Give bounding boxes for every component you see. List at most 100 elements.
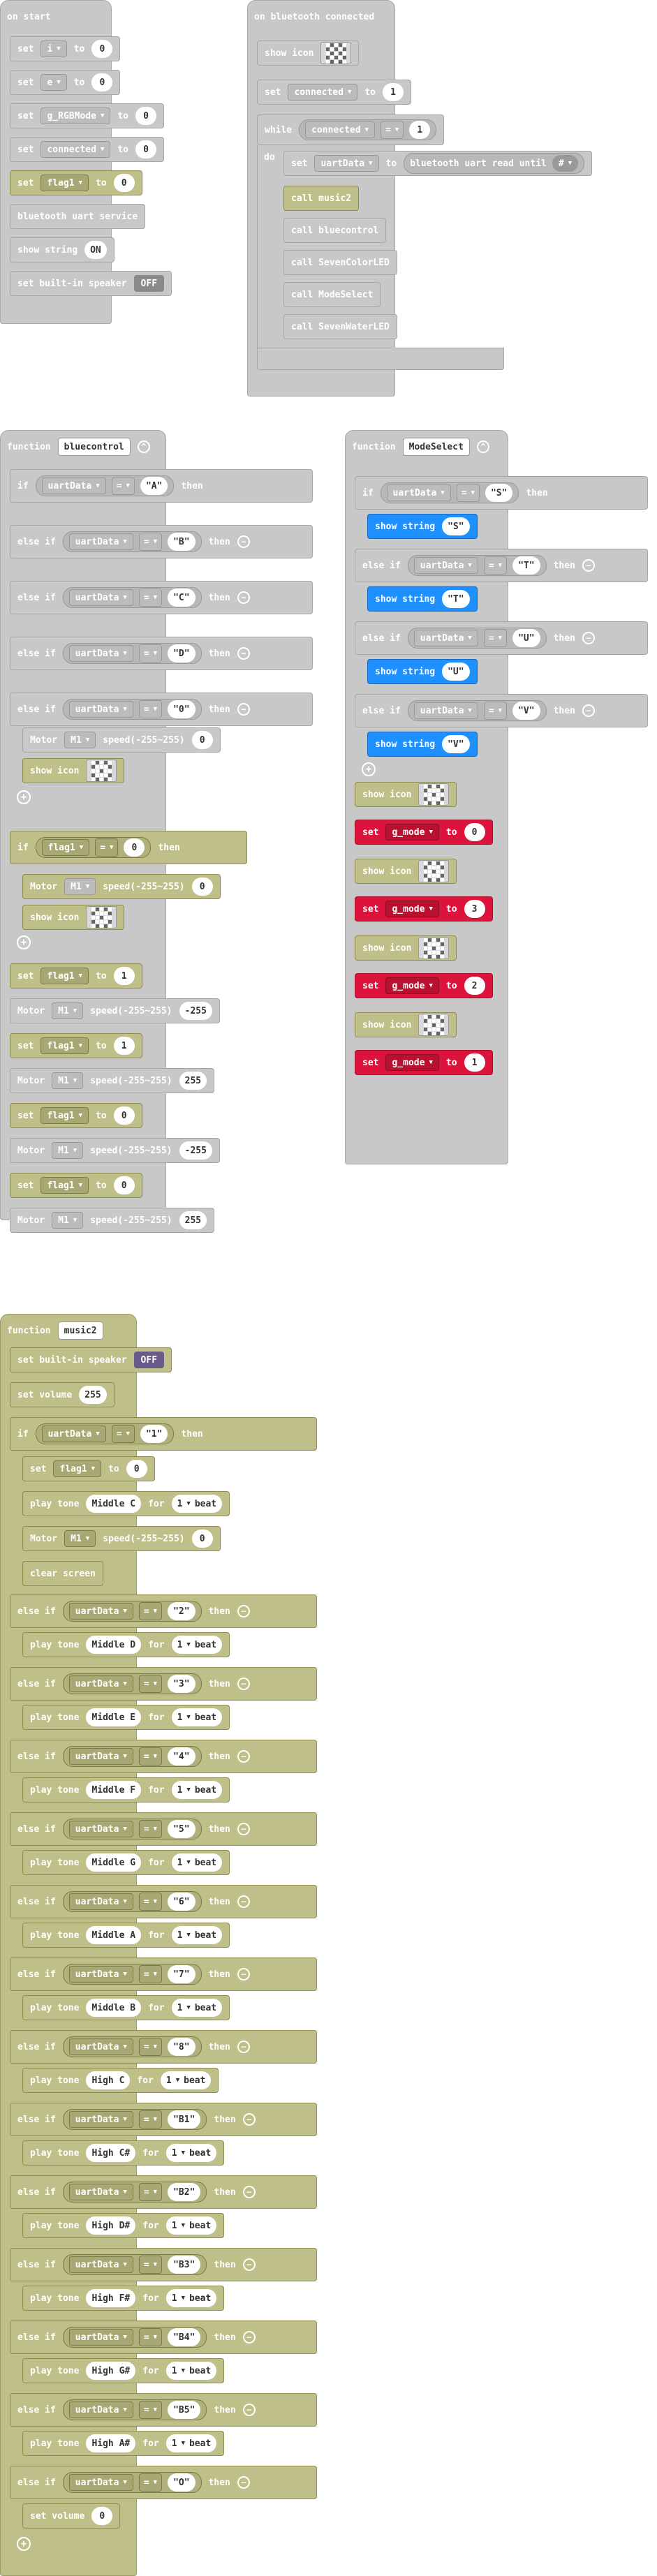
- led-icon-picker[interactable]: [86, 760, 117, 782]
- value-input[interactable]: "5": [168, 1820, 195, 1838]
- beat-dropdown[interactable]: 1▼beat: [171, 1999, 223, 2017]
- operator-dropdown[interactable]: =▼: [138, 700, 163, 718]
- variable-dropdown[interactable]: uartData▼: [68, 2256, 133, 2273]
- add-branch-icon[interactable]: +: [17, 935, 31, 949]
- motor-dropdown[interactable]: M1▼: [64, 1530, 96, 1547]
- variable-dropdown[interactable]: flag1▼: [40, 1107, 89, 1124]
- motor-dropdown[interactable]: M1▼: [52, 1212, 84, 1229]
- variable-dropdown[interactable]: uartData▼: [413, 630, 478, 646]
- value-input[interactable]: "B5": [168, 2401, 201, 2419]
- value-input[interactable]: "U": [512, 629, 540, 647]
- beat-dropdown[interactable]: 1▼beat: [171, 1926, 223, 1944]
- compare-condition[interactable]: uartData▼=▼"B5": [62, 2399, 207, 2420]
- value-input[interactable]: "4": [168, 1747, 195, 1766]
- remove-branch-icon[interactable]: −: [237, 1605, 250, 1618]
- value-input[interactable]: "O": [168, 2473, 195, 2492]
- beat-dropdown[interactable]: 1▼beat: [165, 2216, 217, 2235]
- show-string-block[interactable]: show string"S": [367, 514, 478, 539]
- set-speaker-block[interactable]: set built-in speaker OFF: [10, 1347, 172, 1372]
- value-input[interactable]: "A": [140, 477, 168, 495]
- operator-dropdown[interactable]: =▼: [138, 1747, 163, 1766]
- speed-input[interactable]: 0: [191, 878, 213, 896]
- value-input[interactable]: "6": [168, 1893, 195, 1911]
- add-branch-icon[interactable]: +: [17, 2537, 31, 2551]
- compare-condition[interactable]: uartData▼=▼"3": [62, 1673, 202, 1694]
- variable-dropdown[interactable]: uartData▼: [68, 533, 133, 550]
- delimiter-dropdown[interactable]: #▼: [552, 155, 579, 172]
- variable-dropdown[interactable]: uartData▼: [68, 1966, 133, 1983]
- value-input[interactable]: 0: [135, 107, 157, 125]
- variable-dropdown[interactable]: uartData▼: [314, 155, 379, 172]
- operator-dropdown[interactable]: =▼: [138, 1675, 163, 1693]
- note-dropdown[interactable]: Middle E: [86, 1708, 142, 1726]
- motor-dropdown[interactable]: M1▼: [52, 1002, 84, 1019]
- note-dropdown[interactable]: Middle G: [86, 1853, 142, 1872]
- value-input[interactable]: 0: [113, 174, 135, 192]
- remove-branch-icon[interactable]: −: [237, 1895, 250, 1908]
- set-block-flag1[interactable]: set flag1▼ to 0: [10, 170, 142, 195]
- operator-dropdown[interactable]: =▼: [138, 2183, 163, 2201]
- set-connected-block[interactable]: set connected▼ to 1: [257, 80, 412, 105]
- operator-dropdown[interactable]: =▼: [138, 644, 163, 662]
- note-dropdown[interactable]: High D#: [86, 2216, 136, 2235]
- variable-dropdown[interactable]: uartData▼: [413, 557, 478, 574]
- show-string-block[interactable]: show string"U": [367, 659, 478, 684]
- set-block-connected[interactable]: set connected▼ to 0: [10, 137, 165, 162]
- remove-branch-icon[interactable]: −: [237, 1968, 250, 1981]
- compare-condition[interactable]: uartData▼=▼"C": [62, 587, 202, 608]
- variable-dropdown[interactable]: connected▼: [305, 121, 376, 138]
- note-dropdown[interactable]: High C#: [86, 2144, 136, 2162]
- function-name-input[interactable]: music2: [57, 1322, 103, 1340]
- led-icon-picker[interactable]: [418, 860, 450, 882]
- collapse-icon[interactable]: ^: [476, 441, 489, 453]
- led-icon-picker[interactable]: [86, 906, 117, 928]
- compare-condition[interactable]: uartData▼=▼"6": [62, 1891, 202, 1912]
- value-input[interactable]: "D": [168, 644, 195, 662]
- speaker-toggle[interactable]: OFF: [133, 1352, 165, 1368]
- note-dropdown[interactable]: High C: [86, 2071, 131, 2089]
- remove-branch-icon[interactable]: −: [582, 632, 595, 644]
- while-block[interactable]: while connected▼ =▼ 1: [257, 114, 445, 145]
- compare-condition[interactable]: uartData▼=▼"D": [62, 643, 202, 664]
- variable-dropdown[interactable]: g_mode▼: [385, 901, 439, 917]
- note-dropdown[interactable]: Middle A: [86, 1926, 142, 1944]
- note-dropdown[interactable]: Middle D: [86, 1636, 142, 1654]
- compare-condition[interactable]: uartData▼=▼"0": [62, 699, 202, 720]
- value-input[interactable]: 0: [91, 40, 113, 58]
- variable-dropdown[interactable]: g_mode▼: [385, 824, 439, 841]
- value-input[interactable]: "0": [168, 700, 195, 718]
- beat-dropdown[interactable]: 1▼beat: [160, 2071, 212, 2089]
- volume-input[interactable]: 0: [91, 2507, 113, 2525]
- variable-dropdown[interactable]: uartData▼: [68, 589, 133, 606]
- led-icon-picker[interactable]: [418, 783, 450, 806]
- speed-input[interactable]: -255: [179, 1002, 212, 1020]
- value-input[interactable]: "C": [168, 589, 195, 607]
- collapse-icon[interactable]: ^: [137, 441, 150, 453]
- remove-branch-icon[interactable]: −: [237, 535, 250, 548]
